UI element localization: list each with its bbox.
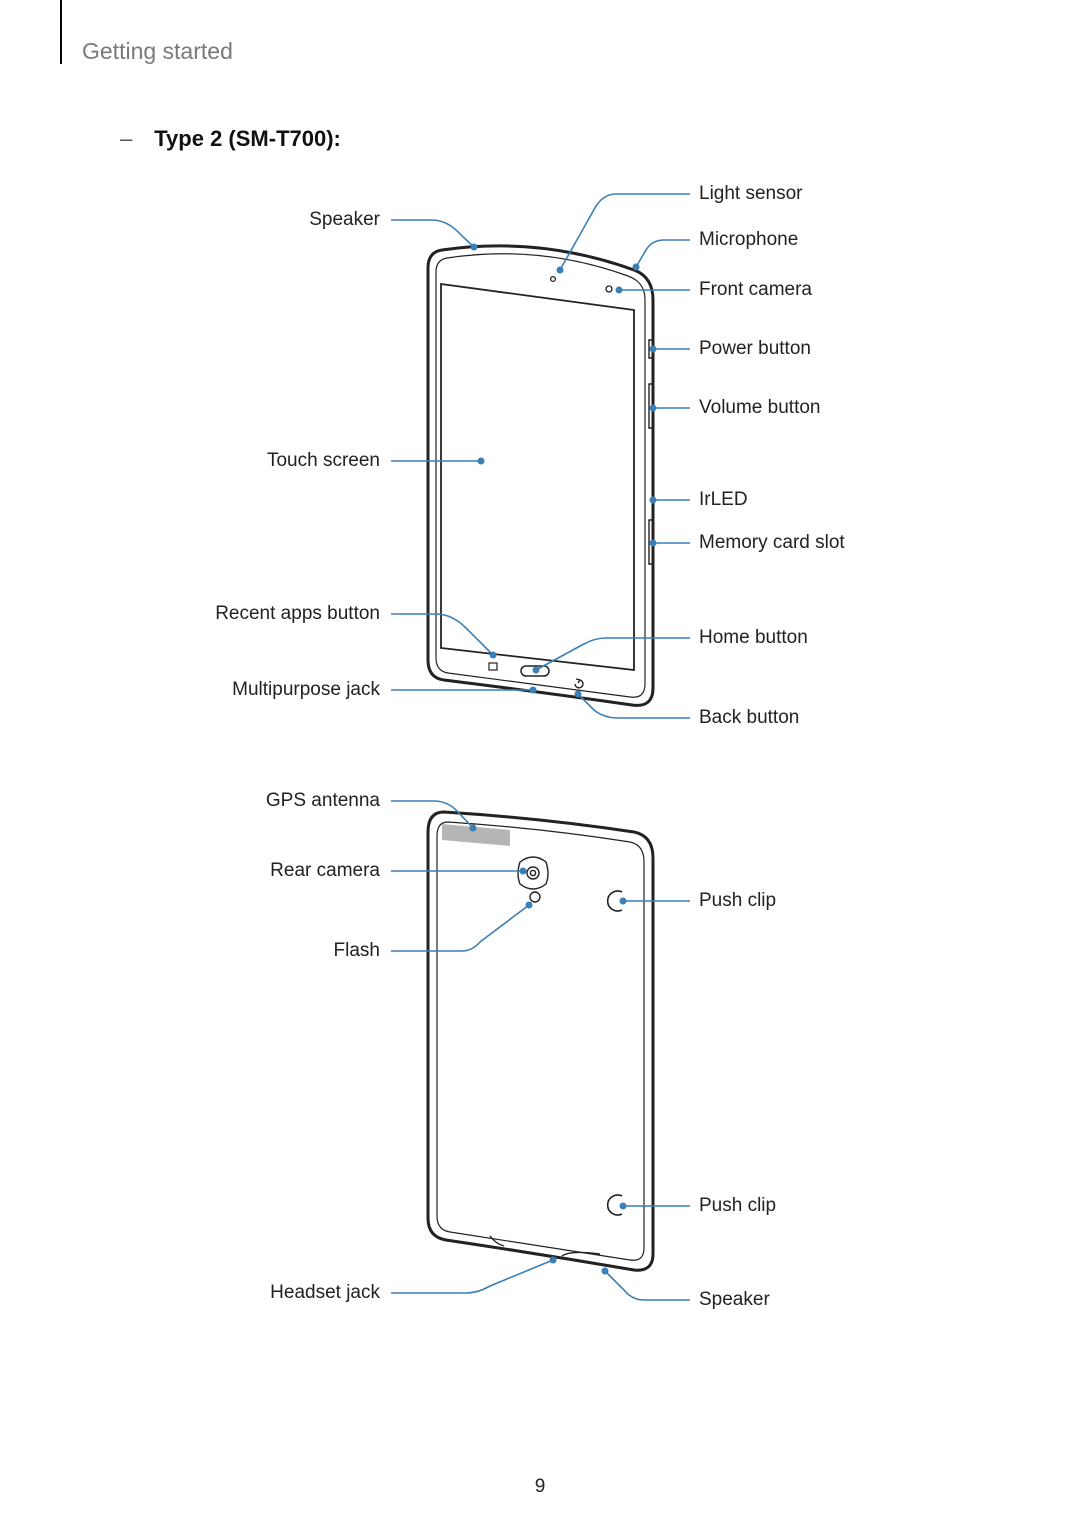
label-headset-jack: Headset jack <box>270 1282 380 1303</box>
label-light-sensor: Light sensor <box>699 183 803 204</box>
label-back-button: Back button <box>699 707 800 728</box>
subheading: –Type 2 (SM-T700): <box>120 126 341 152</box>
label-power-button: Power button <box>699 338 811 359</box>
label-home-button: Home button <box>699 627 808 648</box>
label-volume-button: Volume button <box>699 397 821 418</box>
label-speaker-rear: Speaker <box>699 1289 770 1310</box>
label-touch-screen: Touch screen <box>266 450 380 471</box>
rear-device-illustration <box>426 810 655 1272</box>
label-recent-apps-button: Recent apps button <box>215 603 380 624</box>
label-rear-camera: Rear camera <box>270 860 380 881</box>
rear-leader-lines <box>391 800 690 1301</box>
subheading-title: Type 2 (SM-T700): <box>154 126 341 151</box>
front-device-illustration <box>426 244 655 707</box>
label-front-camera: Front camera <box>699 279 812 300</box>
label-speaker-front: Speaker <box>309 209 380 230</box>
label-push-clip-bottom: Push clip <box>699 1195 777 1216</box>
page-number: 9 <box>534 1476 546 1497</box>
label-flash: Flash <box>333 940 380 961</box>
section-title: Getting started <box>82 38 233 64</box>
label-memory-card-slot: Memory card slot <box>699 532 845 553</box>
front-leader-lines <box>391 193 690 719</box>
label-gps-antenna: GPS antenna <box>265 790 380 811</box>
header-vertical-rule <box>60 0 62 64</box>
label-multipurpose-jack: Multipurpose jack <box>232 679 380 700</box>
label-irled: IrLED <box>699 489 748 510</box>
subheading-dash: – <box>120 126 133 151</box>
label-push-clip-top: Push clip <box>699 890 777 911</box>
label-microphone: Microphone <box>699 229 799 250</box>
